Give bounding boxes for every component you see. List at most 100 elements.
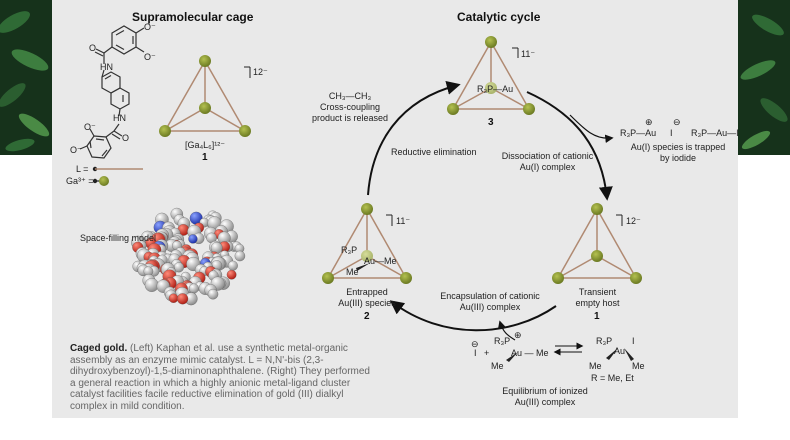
cage-3-au-label: R₃P—Au	[477, 84, 514, 94]
cage-2-au-me: Au—Me	[364, 256, 397, 266]
cage-2-number: 2	[364, 311, 370, 322]
product-label: CH₃—CH₃ Cross-coupling product is releas…	[311, 91, 389, 123]
cycle-arc-top-right	[526, 91, 613, 201]
wedge-bond	[506, 352, 518, 362]
eq-plus-sign: +	[484, 348, 490, 358]
eq-r-definition: R = Me, Et	[591, 373, 634, 383]
space-filling-model	[131, 207, 246, 306]
trap-cation: R₃P—Au	[620, 128, 657, 138]
ga-vertex	[400, 272, 412, 284]
cycle-arc-bottom	[389, 300, 557, 332]
eq-r3p-2: R₃P	[596, 336, 613, 346]
ga-vertex	[322, 272, 334, 284]
cage-2	[327, 208, 407, 279]
figure-panel	[52, 0, 738, 418]
ga-vertex	[199, 55, 211, 67]
trap-product: R₃P—Au—I	[691, 128, 739, 138]
eq-iodide: I	[474, 348, 477, 358]
ga-vertex	[523, 103, 535, 115]
branch-arrow-iodide	[569, 114, 614, 143]
ga-vertex	[361, 203, 373, 215]
step-reductive-elimination: Reductive elimination	[391, 147, 477, 157]
cage-tetrahedron	[164, 60, 246, 132]
ga-vertex	[159, 125, 171, 137]
header-supramolecular-cage: Supramolecular cage	[132, 10, 254, 24]
sfm-atom	[188, 283, 199, 294]
ga-vertex-center	[485, 82, 497, 94]
eq-plus: ⊕	[514, 330, 522, 340]
caption-body: (Left) Kaphan et al. use a synthetic met…	[70, 343, 370, 412]
ga-vertex	[239, 125, 251, 137]
ga-vertex	[630, 272, 642, 284]
ligand-o-minus: O⁻	[144, 22, 156, 32]
ga-vertex-center	[361, 250, 373, 262]
legend-ga-label: Ga³⁺ =	[66, 176, 94, 186]
trap-minus: ⊖	[673, 117, 681, 127]
ligand-o-minus: O⁻	[70, 145, 82, 155]
eq-i: I	[632, 336, 635, 346]
header-catalytic-cycle: Catalytic cycle	[457, 10, 541, 24]
sfm-atom	[144, 278, 159, 292]
eq-r3p: R₃P	[494, 336, 511, 346]
sfm-atom	[207, 288, 219, 300]
cage-number: 1	[202, 152, 208, 163]
cage-3-number: 3	[488, 117, 494, 128]
ga-vertex	[591, 203, 603, 215]
trap-iodide: I	[670, 128, 673, 138]
sfm-atom	[177, 293, 189, 305]
ligand-structure	[79, 25, 145, 159]
cage-charge: 12⁻	[253, 67, 268, 77]
eq-au: Au	[614, 346, 626, 356]
ga-vertex	[199, 102, 211, 114]
figure-caption: Caged gold. (Left) Kaphan et al. use a s…	[70, 343, 370, 413]
legend-l-label: L =	[76, 164, 89, 174]
ga-vertex	[447, 103, 459, 115]
branch-arrow-equilibrium	[497, 320, 516, 341]
foliage-left	[0, 0, 52, 155]
cycle-arc-top-left	[367, 81, 461, 196]
ligand-o: O	[89, 43, 97, 53]
ligand-o-minus: O⁻	[84, 122, 96, 132]
cage-1-charge: 12⁻	[626, 216, 641, 226]
space-filling-label: Space-filling model	[80, 233, 157, 243]
cage-2-me: Me	[346, 267, 359, 277]
cage-1-number: 1	[594, 311, 600, 322]
trap-plus: ⊕	[645, 117, 653, 127]
cage-legend	[92, 166, 143, 186]
caption-title: Caged gold.	[70, 343, 128, 354]
ga-vertex	[552, 272, 564, 284]
sfm-atom	[226, 269, 237, 280]
cage-3	[452, 41, 530, 110]
wedge-bond	[606, 348, 618, 360]
sfm-atom	[234, 250, 246, 262]
cage-1	[557, 208, 637, 279]
foliage-right	[738, 0, 790, 155]
eq-me-2: Me	[589, 361, 602, 371]
eq-me: Me	[491, 361, 504, 371]
cage-2-r3p: R₃P	[341, 245, 358, 255]
cage-formula: [Ga₄L₆]¹²⁻	[184, 140, 226, 150]
ligand-o-minus: O⁻	[144, 52, 156, 62]
ligand-o: O	[122, 133, 130, 143]
sfm-atom	[168, 293, 179, 303]
sfm-atom	[188, 234, 198, 244]
eq-me-3: Me	[632, 361, 645, 371]
eq-au-me: Au — Me	[511, 348, 549, 358]
wedge-bond	[356, 263, 370, 271]
cage-2-charge: 11⁻	[396, 216, 411, 226]
cage-3-charge: 11⁻	[521, 49, 536, 59]
ga-vertex	[485, 36, 497, 48]
sfm-atom	[227, 260, 238, 271]
ga-vertex	[591, 250, 603, 262]
wedge-bond	[624, 348, 634, 361]
ligand-hn: HN	[100, 62, 113, 72]
ligand-hn: HN	[113, 113, 126, 123]
eq-minus: ⊖	[471, 339, 479, 349]
